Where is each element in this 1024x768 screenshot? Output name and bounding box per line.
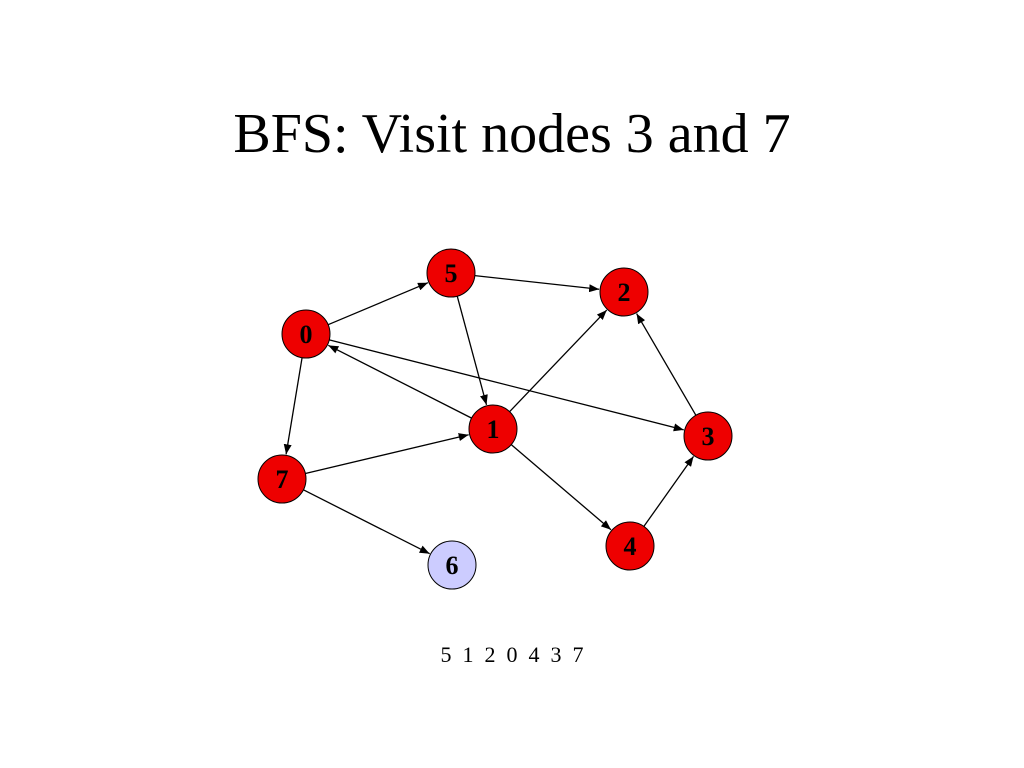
node-5: 5 (426, 248, 476, 298)
edge-7-to-6 (303, 489, 430, 555)
node-6-label: 6 (446, 551, 459, 580)
node-5-label: 5 (445, 259, 458, 288)
node-2-label: 2 (618, 278, 631, 307)
node-2: 2 (599, 267, 649, 317)
edge-1-to-0 (327, 344, 472, 419)
node-3: 3 (683, 411, 733, 461)
node-6: 6 (427, 540, 477, 590)
node-3-circle (683, 411, 733, 461)
node-3-label: 3 (702, 422, 715, 451)
edge-5-to-2 (474, 274, 600, 293)
node-4: 4 (605, 521, 655, 571)
node-4-circle (605, 521, 655, 571)
node-0-label: 0 (300, 320, 313, 349)
edges-layer (283, 274, 697, 555)
edge-5-to-1 (456, 296, 488, 406)
node-1: 1 (468, 404, 518, 454)
edge-0-to-3 (329, 339, 684, 432)
visit-order-sequence: 5 1 2 0 4 3 7 (440, 642, 584, 667)
node-4-label: 4 (624, 532, 637, 561)
edge-1-to-2 (509, 309, 608, 413)
nodes-layer: 0 1 2 3 4 5 6 7 (257, 248, 733, 590)
edge-0-to-5 (327, 282, 429, 326)
node-7-circle (257, 454, 307, 504)
node-1-circle (468, 404, 518, 454)
edge-0-to-7 (283, 357, 303, 455)
node-7: 7 (257, 454, 307, 504)
node-7-label: 7 (276, 465, 289, 494)
node-2-circle (599, 267, 649, 317)
edge-3-to-2 (636, 313, 697, 416)
node-5-circle (426, 248, 476, 298)
node-0-circle (281, 309, 331, 359)
slide-title: BFS: Visit nodes 3 and 7 (233, 103, 791, 165)
node-1-label: 1 (487, 415, 500, 444)
edge-4-to-3 (643, 456, 695, 527)
edge-7-to-1 (305, 433, 469, 475)
node-0: 0 (281, 309, 331, 359)
edge-1-to-4 (510, 444, 612, 531)
node-6-circle (427, 540, 477, 590)
